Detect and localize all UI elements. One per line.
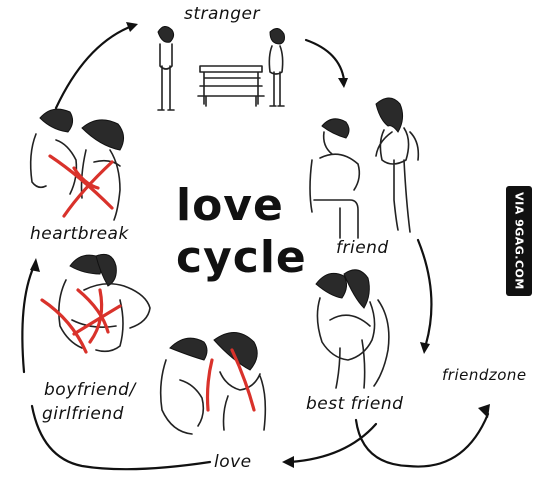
label-boyfriend: boyfriend/ xyxy=(44,380,136,400)
couple-scene xyxy=(40,253,151,354)
label-heartbreak: heartbreak xyxy=(30,224,129,244)
arrow-head-icon xyxy=(420,342,430,354)
arrow-stranger-to-friend xyxy=(304,38,346,82)
title-line-2: cycle xyxy=(176,232,307,283)
arrow-love-to-boyfriend xyxy=(30,404,212,471)
heartbreak-scene xyxy=(29,108,124,221)
label-best-friend: best friend xyxy=(306,394,404,414)
arrow-head-icon xyxy=(338,78,348,88)
friend-scene xyxy=(309,97,420,239)
label-stranger: stranger xyxy=(184,4,260,24)
love-scene xyxy=(159,332,267,435)
arrow-best-friend-to-love xyxy=(288,422,378,464)
arrow-head-icon xyxy=(30,258,40,272)
cycle-arrows xyxy=(21,22,490,471)
title-line-1: love xyxy=(176,180,284,231)
arrow-friend-to-best-friend xyxy=(416,238,433,346)
watermark-badge: VIA 9GAG.COM xyxy=(506,186,532,296)
arrow-best-friend-to-friendzone xyxy=(354,412,490,468)
best-friend-scene xyxy=(315,269,390,389)
label-love: love xyxy=(214,452,252,472)
arrow-heartbreak-to-stranger xyxy=(54,24,134,110)
arrow-head-icon xyxy=(478,404,490,418)
label-friendzone: friendzone xyxy=(442,366,527,384)
arrow-head-icon xyxy=(282,456,294,468)
arrow-head-icon xyxy=(126,22,138,32)
arrow-boyfriend-to-heartbreak xyxy=(21,264,36,374)
label-girlfriend: girlfriend xyxy=(42,404,124,424)
label-friend: friend xyxy=(336,238,389,258)
stranger-scene xyxy=(157,26,285,111)
watermark-text: VIA 9GAG.COM xyxy=(512,192,526,290)
